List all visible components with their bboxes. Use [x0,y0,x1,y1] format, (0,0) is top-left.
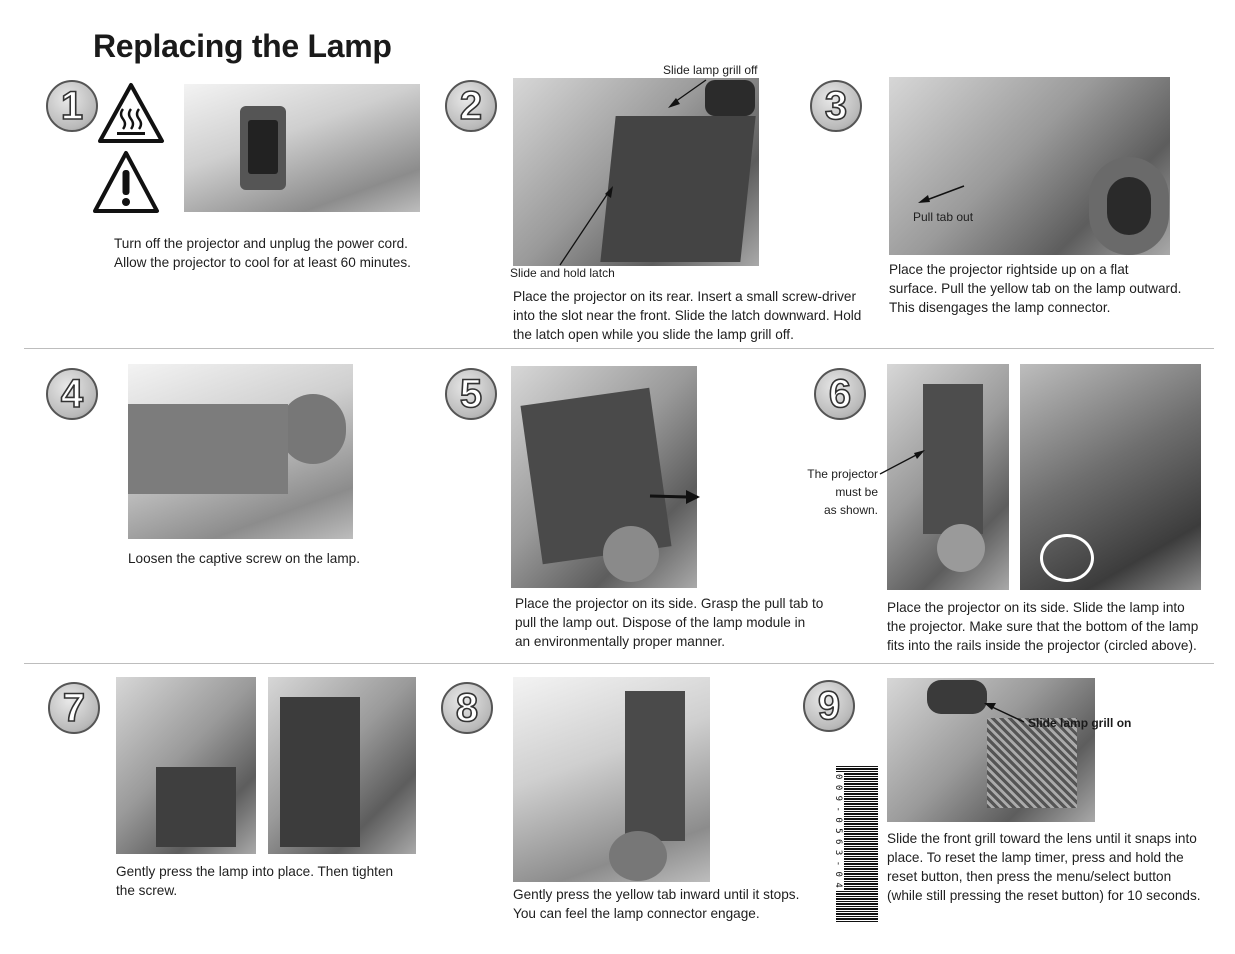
projector-lens [609,831,667,881]
projector-lens [927,680,987,714]
step-4-number: 4 [46,368,98,420]
step-3-number: 3 [810,80,862,132]
step-6-photo-orientation [887,364,1009,590]
caption-line: place. To reset the lamp timer, press an… [887,850,1184,865]
projector-body [280,697,360,847]
step-7-caption: Gently press the lamp into place. Then t… [116,862,426,900]
step-2-caption: Place the projector on its rear. Insert … [513,287,883,344]
caption-line: fits into the rails inside the projector… [887,638,1197,653]
step-1-caption: Turn off the projector and unplug the po… [114,234,444,272]
caution-warning-icon [93,151,159,213]
step-4-photo-captive-screw [128,364,353,539]
projector-body [625,691,685,841]
caption-line: into the slot near the front. Slide the … [513,308,862,323]
caption-line: Gently press the lamp into place. Then t… [116,864,394,879]
label-slide-grill-off: Slide lamp grill off [663,63,758,77]
caption-line: You can feel the lamp connector engage. [513,906,760,921]
projector-body [923,384,983,534]
caption-line: This disengages the lamp connector. [889,300,1111,315]
step-5-caption: Place the projector on its side. Grasp t… [515,594,855,651]
caption-line: surface. Pull the yellow tab on the lamp… [889,281,1182,296]
step-4-caption: Loosen the captive screw on the lamp. [128,549,448,568]
row-divider [24,663,1214,664]
barcode-digits: 0 0 9 - 0 5 6 3 - 0 4 [832,772,844,890]
step-7-photo-press-lamp [116,677,256,854]
caption-line: (while still pressing the reset button) … [887,888,1201,903]
projector-lens [937,524,985,572]
label-line: The projector [807,467,878,481]
step-9-number: 9 [803,680,855,732]
caption-line: Allow the projector to cool for at least… [114,255,411,270]
caption-line: Place the projector on its side. Grasp t… [515,596,824,611]
step-5-number: 5 [445,368,497,420]
step-2-photo-latch [513,78,759,266]
step-8-photo-press-tab [513,677,710,882]
caption-line: Gently press the yellow tab inward until… [513,887,800,902]
label-line: as shown. [823,503,878,517]
caption-line: the projector. Make sure that the bottom… [887,619,1199,634]
caption-line: the screw. [116,883,178,898]
projector-lens [280,394,346,464]
caption-line: Turn off the projector and unplug the po… [114,236,408,251]
step-3-photo-pull-tab [889,77,1170,255]
caption-line: the latch open while you slide the lamp … [513,327,794,342]
step-6-number: 6 [814,368,866,420]
step-6-photo-insert-lamp [1020,364,1201,590]
step-3-caption: Place the projector rightside up on a fl… [889,260,1219,317]
step-1-number: 1 [46,80,98,132]
step-9-caption: Slide the front grill toward the lens un… [887,829,1222,905]
rails-highlight-circle [1040,534,1094,582]
label-projector-orientation: The projector must be as shown. [800,465,878,519]
step-8-caption: Gently press the yellow tab inward until… [513,885,833,923]
label-slide-grill-on: Slide lamp grill on [1028,716,1132,730]
step-5-photo-pull-lamp-out [511,366,697,588]
lamp-module [156,767,236,847]
page-title: Replacing the Lamp [93,28,392,64]
step-9-photo-grill-on [887,678,1095,822]
step-7-photo-tighten-screw [268,677,416,854]
step-6-caption: Place the projector on its side. Slide t… [887,598,1217,655]
caption-line: reset button, then press the menu/select… [887,869,1172,884]
label-line: must be [835,485,878,499]
caption-line: an environmentally proper manner. [515,634,726,649]
caption-line: Place the projector on its rear. Insert … [513,289,856,304]
watch-face [248,120,278,174]
label-pull-tab-out: Pull tab out [913,210,974,224]
caption-line: Slide the front grill toward the lens un… [887,831,1197,846]
step-7-number: 7 [48,682,100,734]
step-1-photo-wristwatch [184,84,420,212]
projector-lens [603,526,659,582]
lamp-grill [987,718,1077,808]
caption-line: Place the projector on its side. Slide t… [887,600,1185,615]
lens-center [1107,177,1151,235]
caption-line: Place the projector rightside up on a fl… [889,262,1129,277]
step-8-number: 8 [441,682,493,734]
caption-line: Loosen the captive screw on the lamp. [128,551,360,566]
projector-body [128,404,288,494]
step-2-number: 2 [445,80,497,132]
row-divider [24,348,1214,349]
projector-lens [705,80,755,116]
caption-line: pull the lamp out. Dispose of the lamp m… [515,615,806,630]
label-slide-hold-latch: Slide and hold latch [510,266,615,280]
hot-surface-warning-icon [98,83,164,143]
